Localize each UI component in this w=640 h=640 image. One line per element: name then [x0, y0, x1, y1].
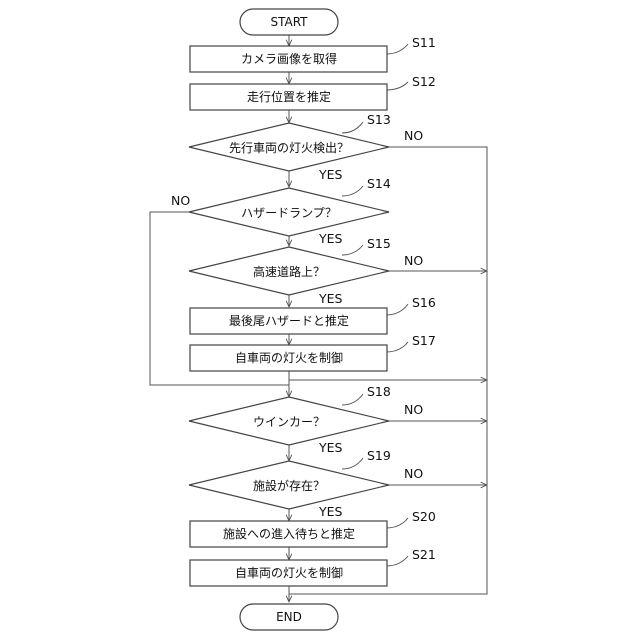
yes-label-s19: YES — [318, 504, 343, 519]
step-id-s11: S11 — [412, 35, 436, 50]
no-label-s14: NO — [171, 193, 190, 208]
leader-s17 — [386, 342, 408, 352]
step-text: 自車両の灯火を制御 — [235, 565, 343, 580]
no-label-s19: NO — [404, 466, 423, 481]
yes-label-s18: YES — [318, 440, 343, 455]
leader-s13 — [342, 122, 363, 133]
decision-text: 高速道路上？ — [253, 264, 325, 279]
decision-text: ウインカー？ — [253, 415, 325, 429]
end-terminal: END — [240, 604, 338, 630]
step-s11: カメラ画像を取得 — [190, 46, 387, 72]
step-s20: 施設への進入待ちと推定 — [190, 521, 387, 547]
leader-s21 — [386, 556, 408, 566]
step-text: 自車両の灯火を制御 — [235, 350, 343, 365]
step-id-s17: S17 — [412, 333, 436, 348]
step-s13: 先行車両の灯火検出？ — [189, 123, 389, 171]
yes-label-s15: YES — [318, 291, 343, 306]
no-label-s18: NO — [404, 402, 423, 417]
step-id-s19: S19 — [367, 448, 391, 463]
leader-s19 — [342, 458, 363, 469]
leader-s15 — [342, 245, 363, 255]
no-label-s13: NO — [404, 128, 423, 143]
yes-label-s14: YES — [318, 231, 343, 246]
step-text: 走行位置を推定 — [247, 89, 331, 104]
step-id-s20: S20 — [412, 509, 436, 524]
step-id-s13: S13 — [367, 112, 391, 127]
leader-s14 — [342, 186, 363, 196]
end-label: END — [276, 610, 302, 624]
step-s15: 高速道路上？ — [189, 247, 389, 295]
start-terminal: START — [240, 9, 338, 35]
step-text: カメラ画像を取得 — [241, 51, 337, 66]
leader-s18 — [342, 394, 363, 405]
step-text: 最後尾ハザードと推定 — [229, 313, 349, 328]
step-s14: ハザードランプ？ — [189, 188, 389, 236]
start-label: START — [270, 15, 308, 29]
step-id-s16: S16 — [412, 295, 436, 310]
decision-text: ハザードランプ？ — [241, 206, 337, 220]
step-id-s12: S12 — [412, 74, 436, 89]
step-s17: 自車両の灯火を制御 — [190, 345, 387, 371]
leader-s20 — [386, 518, 408, 528]
step-id-s21: S21 — [412, 547, 436, 562]
arrow-s17-to-rail — [289, 371, 487, 380]
step-s16: 最後尾ハザードと推定 — [190, 308, 387, 334]
leader-s16 — [386, 304, 408, 315]
decision-text: 施設が存在？ — [253, 478, 325, 493]
step-id-s15: S15 — [367, 236, 391, 251]
step-s12: 走行位置を推定 — [190, 84, 387, 110]
step-id-s18: S18 — [367, 384, 391, 399]
yes-label-s13: YES — [318, 167, 343, 182]
step-text: 施設への進入待ちと推定 — [223, 526, 355, 541]
no-label-s15: NO — [404, 253, 423, 268]
step-id-s14: S14 — [367, 176, 391, 191]
step-s21: 自車両の灯火を制御 — [190, 560, 387, 586]
leader-s11 — [386, 44, 408, 54]
step-s19: 施設が存在？ — [189, 461, 389, 509]
decision-text: 先行車両の灯火検出？ — [229, 141, 349, 155]
step-s18: ウインカー？ — [189, 397, 389, 445]
leader-s12 — [386, 82, 408, 90]
